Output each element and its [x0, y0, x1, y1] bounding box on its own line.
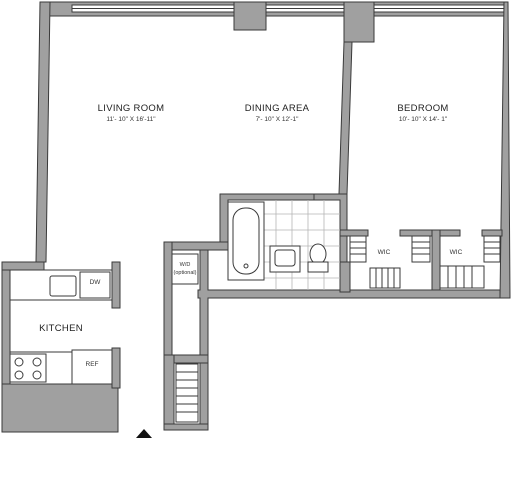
- bathtub-basin: [232, 207, 260, 275]
- shelf-hall-closet: [175, 363, 199, 423]
- burner-icon: [14, 357, 24, 367]
- kitchen-top-wall: [1, 261, 45, 271]
- burner-icon: [14, 370, 24, 380]
- wic-divider: [431, 229, 441, 291]
- burner-icon: [32, 370, 42, 380]
- wd-left-wall: [163, 241, 173, 363]
- refrigerator-label: REF: [86, 361, 99, 368]
- labels: LIVING ROOM 11'- 10" X 16'-11" DINING AR…: [39, 103, 463, 368]
- wic1-top-right: [399, 229, 433, 237]
- kitchen-label: KITCHEN: [39, 323, 83, 334]
- washer-dryer: [171, 253, 199, 285]
- living-room-dims: 11'- 10" X 16'-11": [106, 116, 156, 123]
- closet-shelving: [175, 235, 501, 423]
- kitchen-fixtures: [9, 269, 113, 385]
- burner-icon: [32, 357, 42, 367]
- wic1-top-left: [339, 229, 369, 237]
- wic2-top-right: [481, 229, 503, 237]
- shelf-wic1-bottom: [369, 267, 401, 289]
- right-wall: [499, 1, 511, 299]
- wd-top-wall: [163, 241, 229, 251]
- washer-dryer-label: W/D: [180, 262, 191, 268]
- kitchen-pier-top: [111, 261, 121, 309]
- kitchen-bottom-wall: [1, 383, 119, 433]
- left-wall: [35, 1, 51, 263]
- shelf-wic2-bottom: [439, 265, 485, 289]
- dining-area-dims: 7'- 10" X 12'-1": [256, 116, 300, 123]
- washer-dryer-note: (optional): [174, 270, 197, 276]
- shelf-wic1-left: [349, 235, 367, 263]
- refrigerator: [71, 349, 113, 385]
- wic1-left: [339, 261, 351, 293]
- column-top: [233, 1, 267, 31]
- closet-bottom-wall: [163, 423, 209, 431]
- column-bedroom: [343, 1, 375, 43]
- closet-left-wall: [163, 354, 175, 431]
- bathroom: [227, 200, 340, 290]
- bedroom-label: BEDROOM: [397, 103, 448, 114]
- sink-icon: [49, 275, 77, 297]
- triangle-up-icon: [136, 429, 152, 438]
- wic2-top-left: [439, 229, 461, 237]
- closet-2-label: WIC: [450, 249, 463, 256]
- toilet-icon: [309, 243, 327, 265]
- kitchen-pier-bottom: [111, 347, 121, 389]
- bedroom-dims: 10'- 10" X 14'- 1": [399, 116, 448, 123]
- closet-1-label: WIC: [378, 249, 391, 256]
- walls: [1, 1, 511, 433]
- dining-area-label: DINING AREA: [245, 103, 310, 114]
- cooktop-icon: [9, 353, 47, 383]
- partition-wall: [338, 41, 353, 195]
- dishwasher-label: DW: [90, 279, 102, 286]
- shelf-wic2-right: [483, 235, 501, 263]
- dishwasher: [79, 271, 111, 299]
- living-room-label: LIVING ROOM: [98, 103, 165, 114]
- shelf-wic1-right: [411, 235, 431, 263]
